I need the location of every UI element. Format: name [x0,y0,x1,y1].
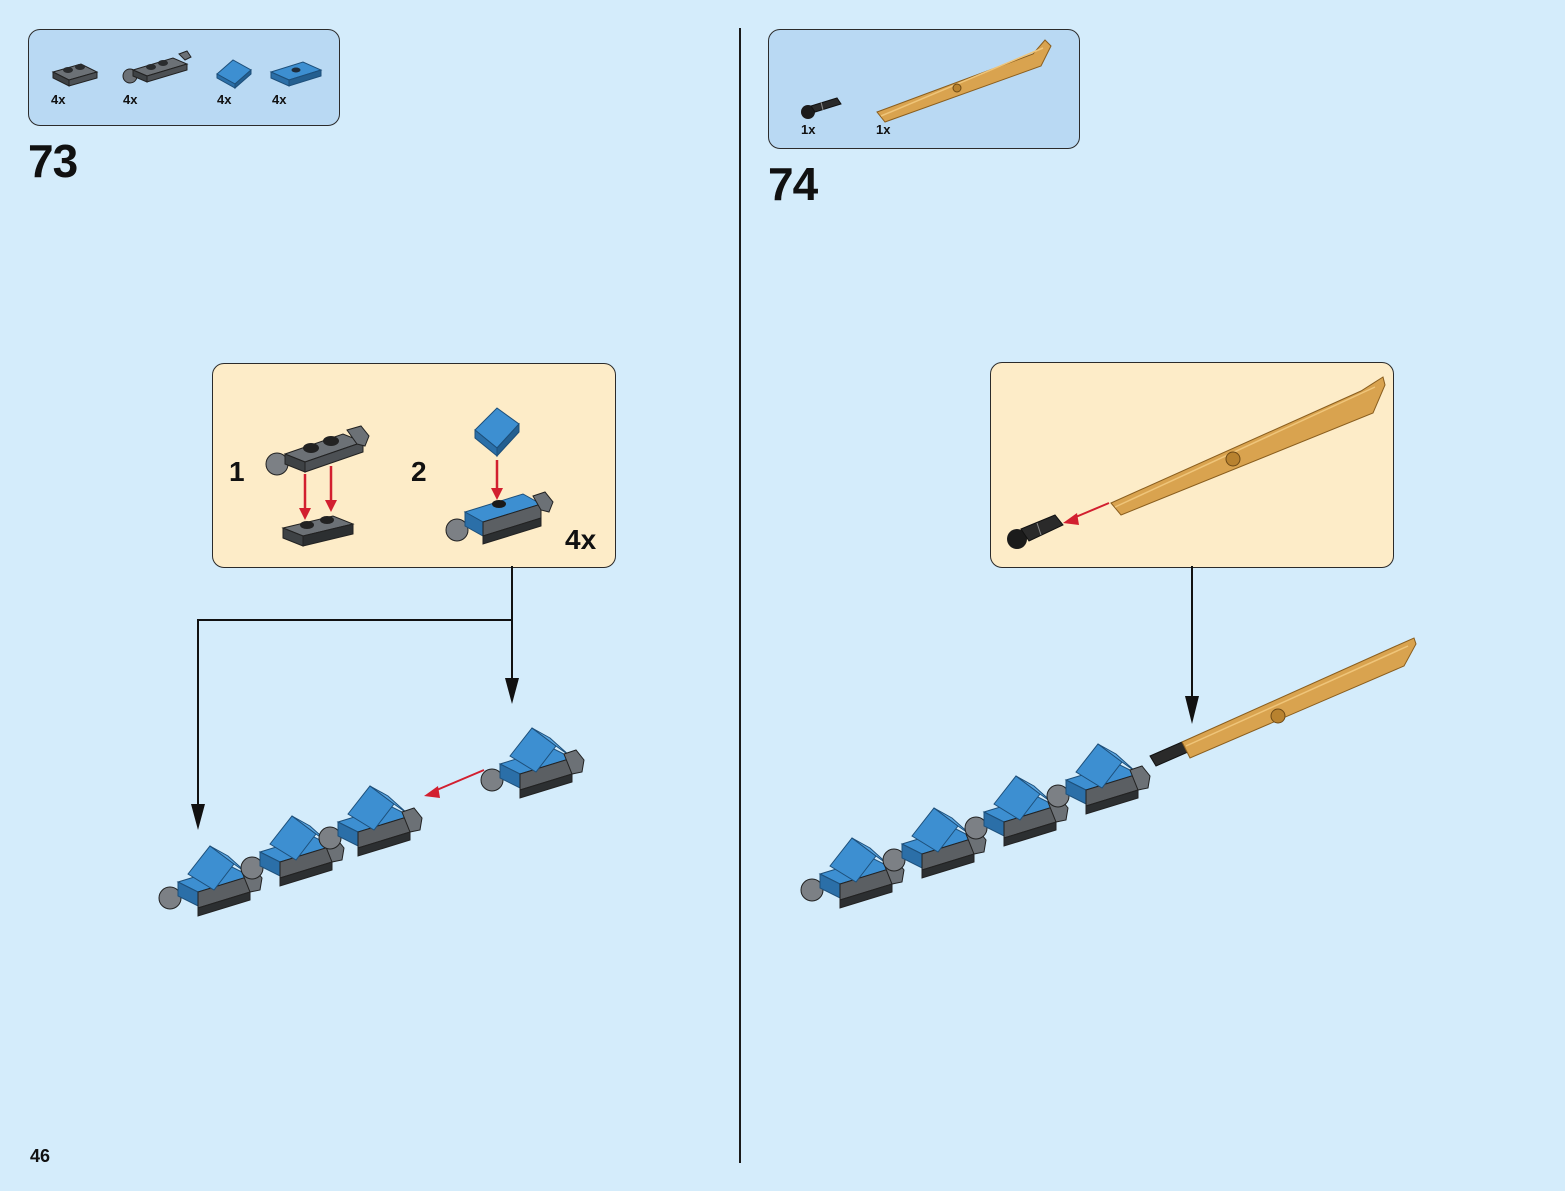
blue-slope-icon [216,59,252,90]
part-qty: 4x [123,92,138,107]
multiplier-label: 4x [565,524,597,555]
step-74-model [800,637,1417,909]
substep-2-illustration [445,407,554,545]
part-qty: 1x [876,122,891,137]
substep-1-illustration [265,425,370,547]
step-74-subassembly-box [990,362,1394,568]
page-divider [739,28,741,1163]
step-74-number: 74 [768,158,818,210]
step-73-number: 73 [28,135,78,187]
step-74-parts-box: 1x 1x [768,29,1080,149]
dark-grey-plate-1x2-icon [51,63,99,87]
dark-grey-plate-clip-icon [122,50,192,84]
step-74-subassembly-illustration [1007,376,1386,549]
black-bar-holder-icon [801,97,842,119]
gold-blade-icon [876,39,1052,123]
step-73-subassembly-box: 1 2 4x [212,363,616,568]
part-qty: 4x [272,92,287,107]
page-number: 46 [30,1146,51,1166]
part-qty: 1x [801,122,816,137]
substep-2-label: 2 [411,456,427,487]
part-qty: 4x [51,92,66,107]
substep-1-label: 1 [229,456,245,487]
blue-plate-1x2-jumper-icon [269,61,323,87]
part-qty: 4x [217,92,232,107]
step-73-parts-box: 4x 4x 4x 4x [28,29,340,126]
